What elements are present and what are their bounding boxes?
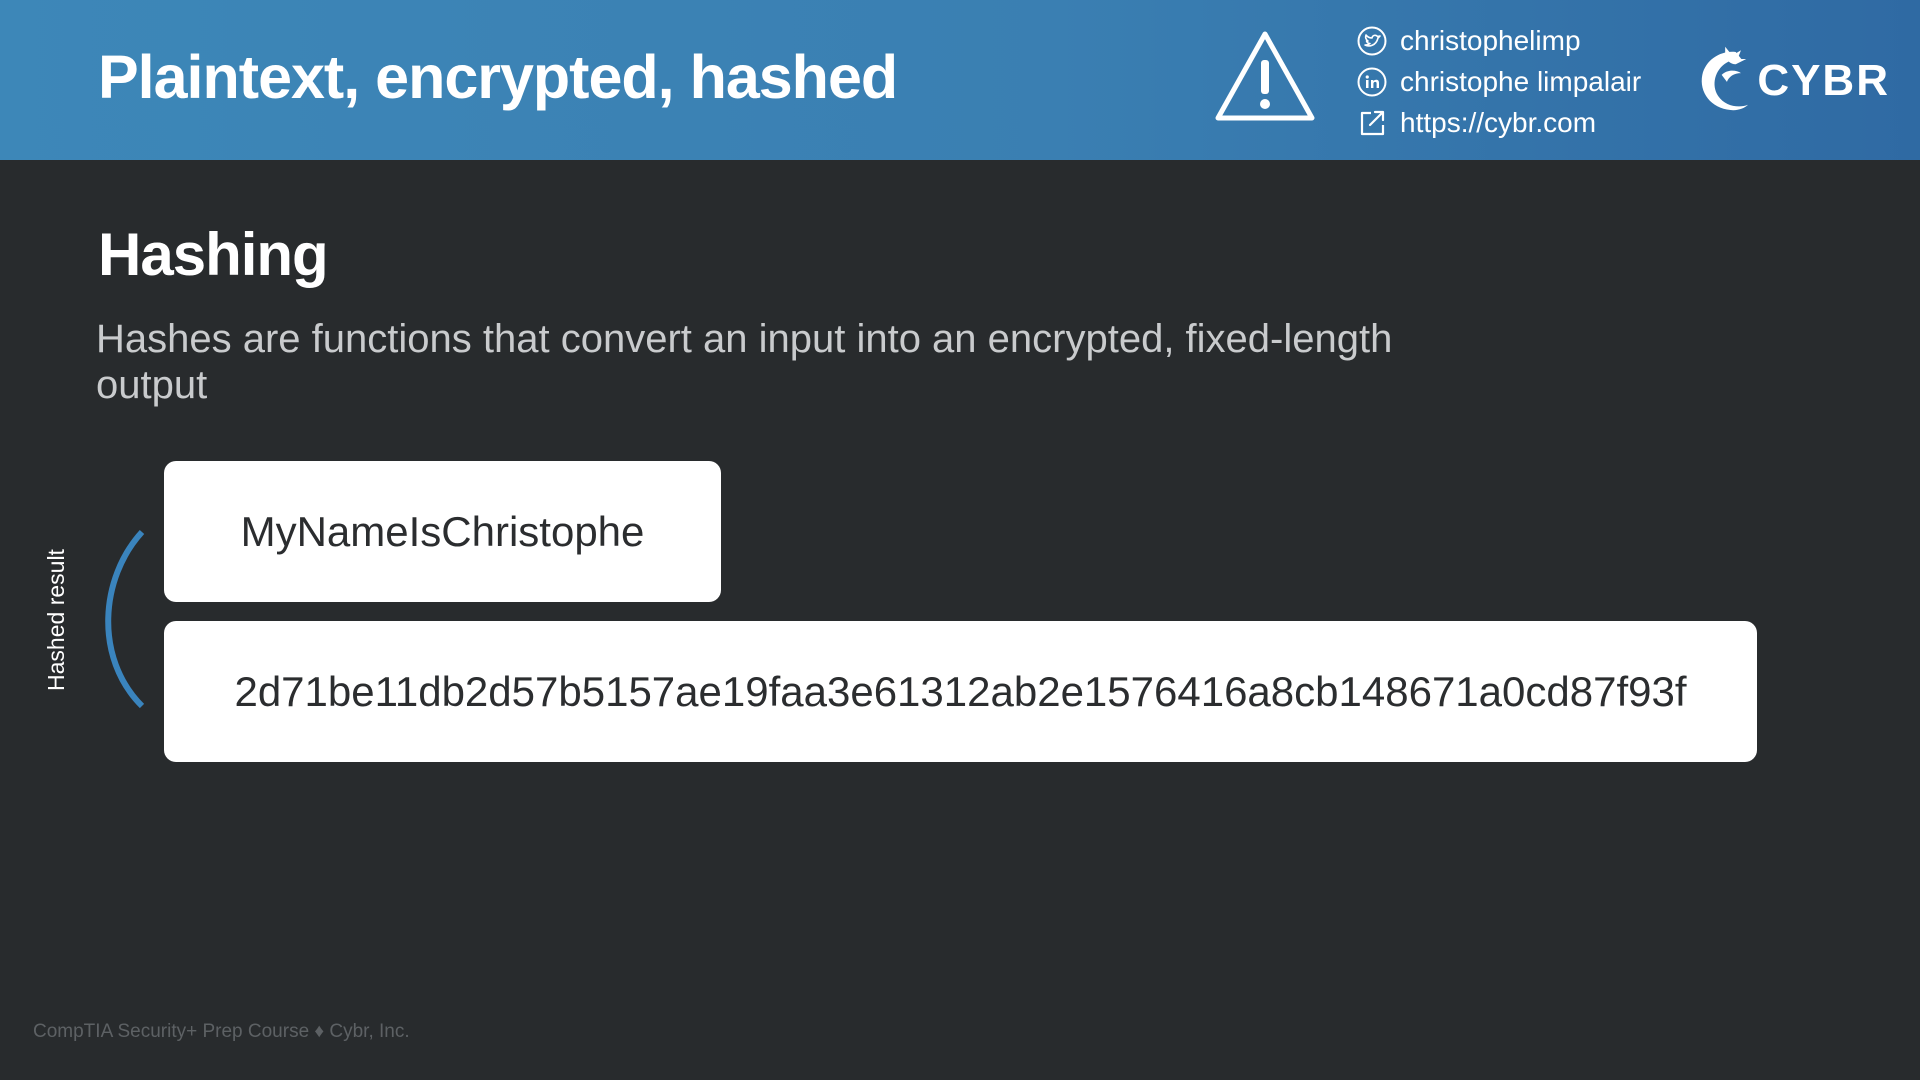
section-title: Hashing (98, 221, 329, 288)
plaintext-value: MyNameIsChristophe (240, 507, 645, 555)
logo-wordmark: CYBR (1757, 56, 1890, 105)
bird-logo-icon (1701, 46, 1749, 111)
social-linkedin[interactable]: christophe limpalair (1356, 61, 1696, 102)
page-title: Plaintext, encrypted, hashed (98, 43, 898, 111)
footer-text: CompTIA Security+ Prep Course ♦ Cybr, In… (33, 1021, 410, 1042)
description-text: Hashes are functions that convert an inp… (96, 317, 1393, 407)
linkedin-name: christophe limpalair (1400, 65, 1642, 97)
bracket-arc (105, 529, 145, 709)
twitter-icon (1357, 26, 1387, 55)
cybr-logo: CYBR (1690, 38, 1890, 124)
linkedin-icon (1357, 67, 1387, 96)
hash-value: 2d71be11db2d57b5157ae19faa3e61312ab2e157… (234, 667, 1687, 715)
header-bar: Plaintext, encrypted, hashed christophel… (0, 0, 1920, 160)
warning-triangle-icon (1215, 31, 1315, 121)
social-links: christophelimp christophe limpalair http… (1356, 20, 1696, 143)
hash-box: 2d71be11db2d57b5157ae19faa3e61312ab2e157… (164, 621, 1757, 762)
social-website[interactable]: https://cybr.com (1356, 102, 1696, 143)
external-link-icon (1360, 110, 1385, 135)
hashed-result-label: Hashed result (43, 549, 69, 691)
twitter-handle: christophelimp (1400, 24, 1581, 56)
website-url: https://cybr.com (1400, 106, 1597, 138)
plaintext-box: MyNameIsChristophe (164, 461, 721, 602)
social-twitter[interactable]: christophelimp (1356, 20, 1696, 61)
